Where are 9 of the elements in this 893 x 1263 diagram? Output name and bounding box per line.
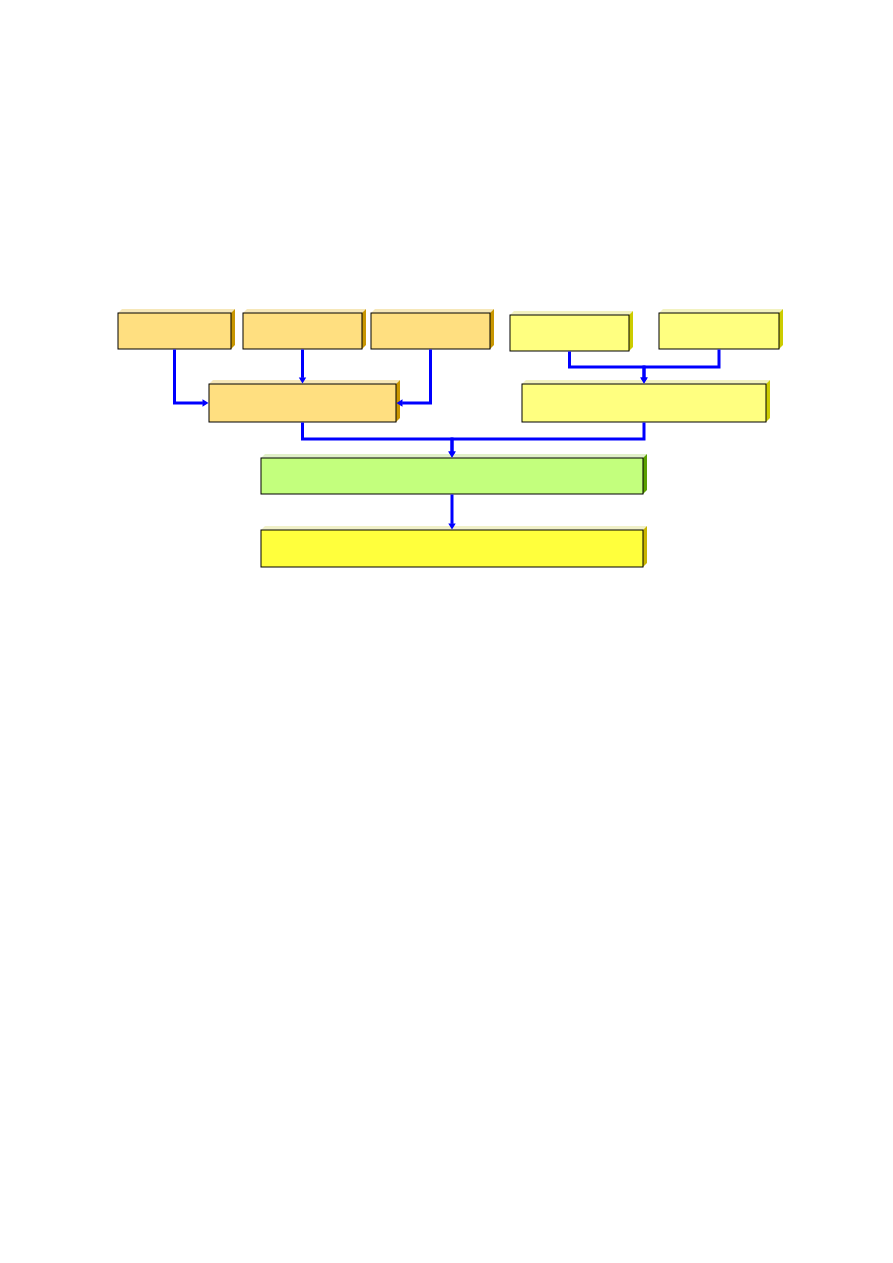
box xyxy=(260,454,647,495)
box xyxy=(370,309,494,350)
box xyxy=(260,526,647,568)
box xyxy=(509,311,633,352)
box xyxy=(242,309,366,350)
box xyxy=(208,380,400,423)
box xyxy=(658,309,783,350)
box xyxy=(117,309,235,350)
box xyxy=(521,380,770,423)
